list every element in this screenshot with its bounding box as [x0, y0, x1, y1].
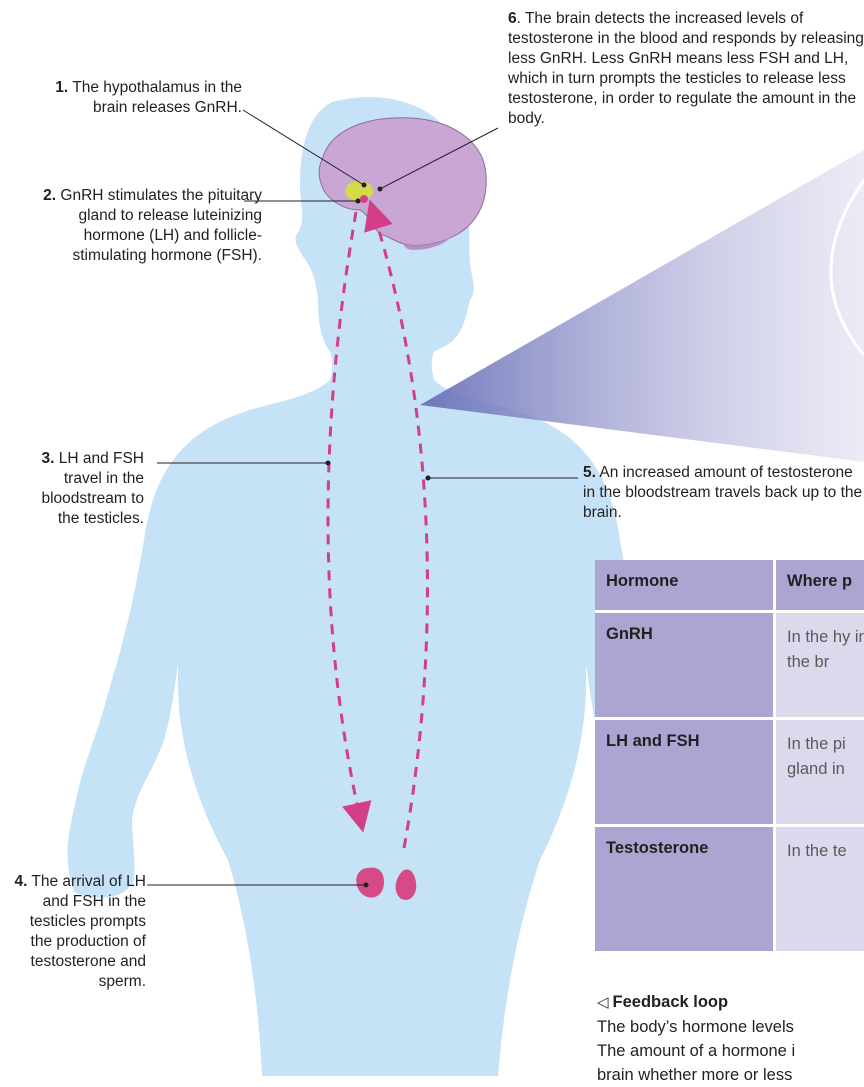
cell-hormone: GnRH — [595, 613, 776, 720]
table-header-row: Hormone Where p — [595, 560, 864, 613]
table-row: LH and FSH In the pi gland in — [595, 720, 864, 827]
header-where: Where p — [776, 560, 864, 613]
label-step-6: 6. The brain detects the increased level… — [508, 9, 864, 129]
cell-where: In the te — [776, 827, 864, 954]
triangle-left-icon: ◁ — [597, 994, 609, 1011]
hormone-table: Hormone Where p GnRH In the hy in the br… — [595, 560, 864, 954]
caption-line: brain whether more or less — [597, 1063, 864, 1087]
header-hormone: Hormone — [595, 560, 776, 613]
caption-title: Feedback loop — [613, 993, 729, 1011]
label-step-4: 4. The arrival of LH and FSH in the test… — [10, 872, 146, 992]
label-step-2: 2. GnRH stimulates the pituitary gland t… — [18, 186, 262, 266]
table-row: Testosterone In the te — [595, 827, 864, 954]
cell-where: In the hy in the br — [776, 613, 864, 720]
caption-line: The amount of a hormone i — [597, 1039, 864, 1063]
caption-line: The body’s hormone levels — [597, 1015, 864, 1039]
pituitary-gland — [360, 195, 368, 203]
caption: ◁Feedback loop The body’s hormone levels… — [597, 990, 864, 1087]
label-step-1: 1. The hypothalamus in the brain release… — [18, 78, 242, 118]
cell-where: In the pi gland in — [776, 720, 864, 827]
cell-hormone: Testosterone — [595, 827, 776, 954]
label-step-3: 3. LH and FSH travel in the bloodstream … — [18, 449, 144, 529]
hypothalamus — [345, 181, 373, 201]
cell-hormone: LH and FSH — [595, 720, 776, 827]
table-row: GnRH In the hy in the br — [595, 613, 864, 720]
label-step-5: 5. An increased amount of testosterone i… — [583, 463, 863, 523]
